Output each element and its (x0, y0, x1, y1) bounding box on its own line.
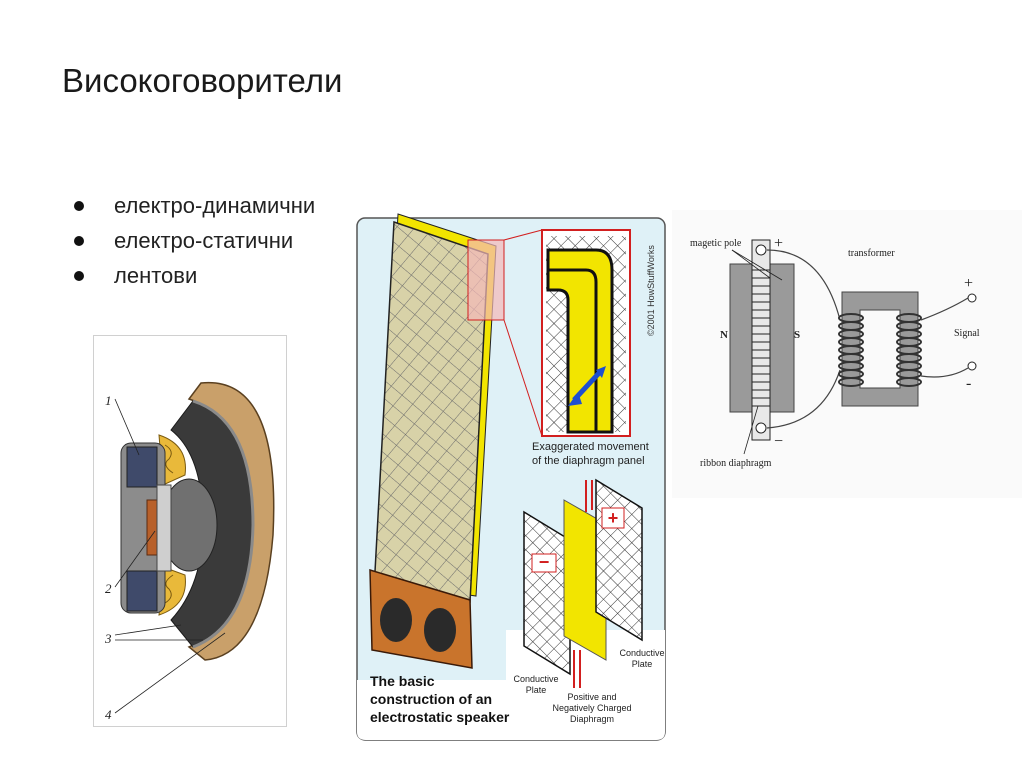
diaphragm-label-line1: Positive and (567, 692, 616, 702)
signal-plus-label: + (964, 275, 973, 292)
bullet-item: лентови (72, 258, 315, 293)
electrostatic-speaker-figure: ©2001 HowStuffWorks Exaggerated movement… (356, 210, 668, 744)
transformer-label: transformer (848, 248, 895, 259)
south-pole-label: S (794, 329, 800, 341)
conductive-plate-right-line2: Plate (632, 659, 653, 669)
signal-label: Signal (954, 328, 980, 339)
diaphragm-label-line3: Diaphragm (570, 714, 614, 724)
callout-2: 2 (105, 581, 112, 596)
copyright-text: ©2001 HowStuffWorks (646, 245, 656, 336)
figure-caption-line3: electrostatic speaker (370, 709, 510, 725)
conductive-plate-right-line1: Conductive (619, 648, 664, 658)
callout-3: 3 (104, 631, 112, 646)
conductive-plate-left-line1: Conductive (513, 674, 558, 684)
magnetic-pole-label: magetic pole (690, 238, 742, 249)
callout-4: 4 (105, 707, 112, 722)
figure-caption-line2: construction of an (370, 691, 492, 707)
bullet-list: електро-динамични електро-статични ленто… (72, 188, 315, 293)
ribbon-speaker-figure: magetic pole transformer N S Signal ribb… (672, 210, 1022, 498)
conductive-plate-left-line2: Plate (526, 685, 547, 695)
ribbon-plus-label: + (774, 235, 783, 252)
dynamic-speaker-figure: 1 2 3 4 (93, 335, 287, 727)
movement-caption-line2: of the diaphragm panel (532, 455, 645, 467)
minus-sign: − (539, 552, 550, 572)
signal-minus-label: - (966, 375, 971, 392)
diaphragm-label-line2: Negatively Charged (552, 703, 631, 713)
north-pole-label: N (720, 329, 728, 341)
callout-1: 1 (105, 393, 112, 408)
figure-caption-line1: The basic (370, 673, 435, 689)
ribbon-minus-label: − (774, 433, 783, 450)
bullet-item: електро-динамични (72, 188, 315, 223)
ribbon-diaphragm-label: ribbon diaphragm (700, 458, 772, 469)
slide-title: Високоговорители (62, 62, 343, 99)
movement-caption-line1: Exaggerated movement (532, 441, 649, 453)
bullet-item: електро-статични (72, 223, 315, 258)
plus-sign: + (608, 508, 619, 528)
